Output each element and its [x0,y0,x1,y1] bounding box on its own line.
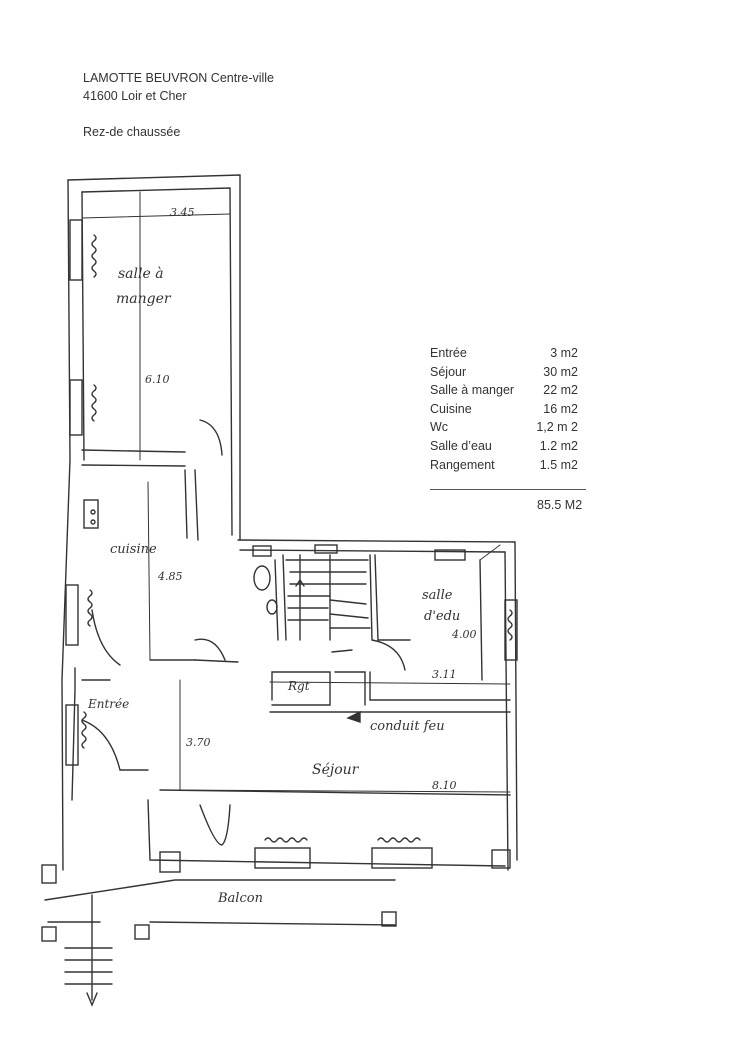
outer-walls [61,174,518,871]
dining-length-label: 6.10 [145,373,170,386]
balcony [41,849,511,1007]
area-value: 30 m2 [543,364,578,379]
staircase [285,554,371,641]
kitchen-label: cuisine [110,542,157,557]
area-name: Cuisine [430,401,472,416]
address-line-2: 41600 Loir et Cher [83,89,187,103]
balcony-label: Balcon [217,891,263,906]
dining-room-label: manger [116,291,172,307]
shower-room-label: salle [422,588,453,603]
area-row: Wc 1,2 m 2 [430,420,600,439]
area-value: 3 m2 [550,346,578,360]
area-value: 16 m2 [543,401,578,416]
area-name: Wc [430,420,449,435]
entrance-dim-label: 3.70 [186,736,211,749]
area-row: Séjour 30 m2 [430,365,600,384]
area-name: Rangement [430,457,495,472]
shower-room-label: d'edu [424,609,460,624]
kitchen-dim-label: 4.85 [157,570,183,583]
area-value: 1.5 m2 [539,457,578,472]
windows [65,219,518,869]
living-room-label: Séjour [312,762,360,778]
area-row: Entrée 3 m2 [430,346,600,365]
storage-label: Rgt [287,679,310,693]
dining-room-label: salle à [118,266,164,282]
internal-walls [81,449,511,713]
address-line-1: LAMOTTE BEUVRON Centre-ville [83,71,275,85]
doors [81,419,406,846]
floor-level-title: Rez-de chaussée [83,125,181,139]
area-value: 1,2 m 2 [536,420,578,435]
entrance-label: Entrée [87,697,129,711]
area-row: Salle d’eau 1.2 m2 [430,439,600,458]
area-name: Entrée [430,346,467,360]
area-row: Cuisine 16 m2 [430,402,600,421]
area-row: Salle à manger 22 m2 [430,383,600,402]
area-table: Entrée 3 m2 Séjour 30 m2 Salle à manger 22 … [430,346,600,476]
area-name: Salle d’eau [430,438,492,453]
area-name: Séjour [430,364,467,379]
area-name: Salle à manger [430,383,515,398]
shower-room-dim-label: 4.00 [451,628,477,641]
area-value: 22 m2 [543,383,578,398]
living-room-dim-label: 8.10 [432,779,457,792]
dimension-lines [81,191,511,793]
area-total: 85.5 M2 [537,498,583,512]
area-value: 1.2 m2 [539,438,578,453]
corridor-dim-label: 3.11 [432,668,457,681]
dining-width-label: 3.45 [170,206,195,219]
total-rule [430,489,586,490]
fixtures [83,499,466,723]
chimney-label: conduit feu [370,719,445,734]
area-row: Rangement 1.5 m2 [430,458,600,477]
